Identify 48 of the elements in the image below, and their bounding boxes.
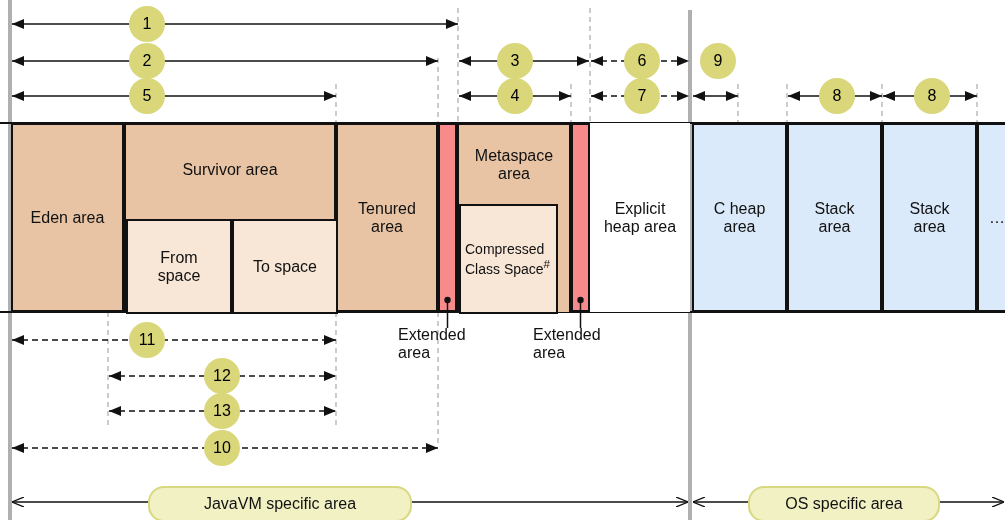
callout-number: 10 [204,430,240,466]
area-label: Extended area [533,326,602,362]
callout-number: 4 [497,78,533,114]
callout-number: 13 [204,393,240,429]
region-label-pill [148,486,412,520]
callout-number: 2 [129,43,165,79]
area-label: Stack area [908,199,951,236]
area-label: Metaspace area [473,147,555,183]
callout-number: 5 [129,78,165,114]
leader-line [577,296,584,329]
area-label: JavaVM specific area [203,495,357,513]
area-label: Extended area [398,326,467,362]
memory-area-box [787,123,882,312]
extended-area-bar [571,123,590,312]
area-label: Survivor area [181,161,279,179]
memory-area-box [692,123,787,312]
memory-area-box [124,123,336,312]
memory-area-box [126,219,232,314]
area-label: To space [251,257,318,276]
area-label: Stack area [813,199,856,236]
area-label: … [988,208,1005,227]
callout-number: 8 [914,78,950,114]
callout-number: 6 [624,43,660,79]
extended-area-bar [438,123,457,312]
callout-number: 7 [624,78,660,114]
memory-area-box [232,219,338,314]
leader-line [444,296,451,329]
memory-area-box [336,123,438,312]
callout-number: 3 [497,43,533,79]
callout-number: 12 [204,358,240,394]
memory-area-box [882,123,977,312]
area-label: Eden area [29,208,106,227]
area-label: C heap area [712,199,767,236]
region-label-pill [748,486,940,520]
memory-area-box [457,123,571,312]
memory-area-box [459,204,558,314]
area-label: Tenured area [357,199,417,236]
memory-area-box [590,123,690,312]
callout-number: 1 [129,6,165,42]
callout-number: 8 [819,78,855,114]
area-label: Explicit heap area [602,199,678,236]
area-label: Compressed Class Space$^{#}$ [464,241,552,277]
callout-number: 9 [700,43,736,79]
callout-number: 11 [129,322,165,358]
memory-area-box [977,123,1005,312]
area-label: From space [156,248,202,285]
area-label: OS specific area [785,495,903,513]
memory-area-box [11,123,124,312]
